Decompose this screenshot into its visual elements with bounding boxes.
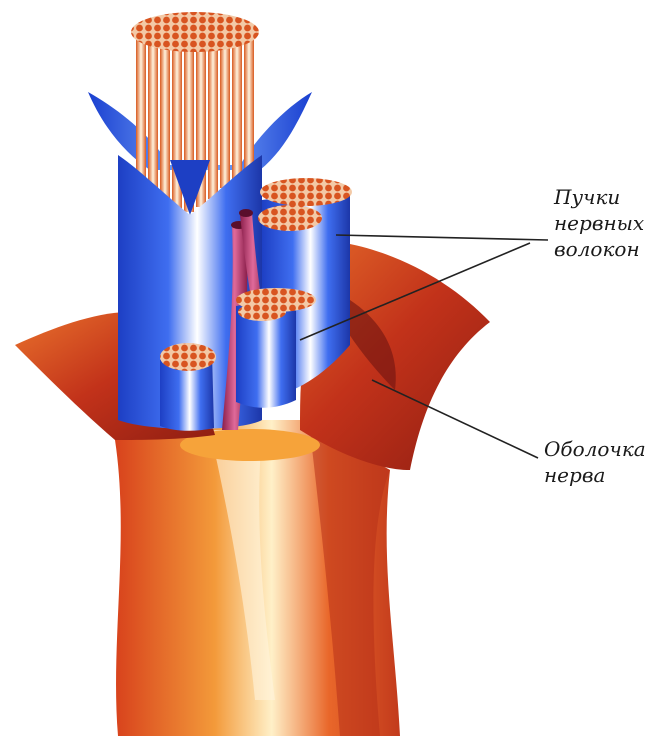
label-line: волокон xyxy=(554,236,644,262)
nerve-fiber-bundles-label: Пучки нервных волокон xyxy=(554,184,644,262)
label-line: Оболочка xyxy=(544,436,646,462)
nerve-sheath-label: Оболочка нерва xyxy=(544,436,646,488)
label-line: Пучки xyxy=(554,184,644,210)
label-line: нервных xyxy=(554,210,644,236)
label-line: нерва xyxy=(544,462,646,488)
